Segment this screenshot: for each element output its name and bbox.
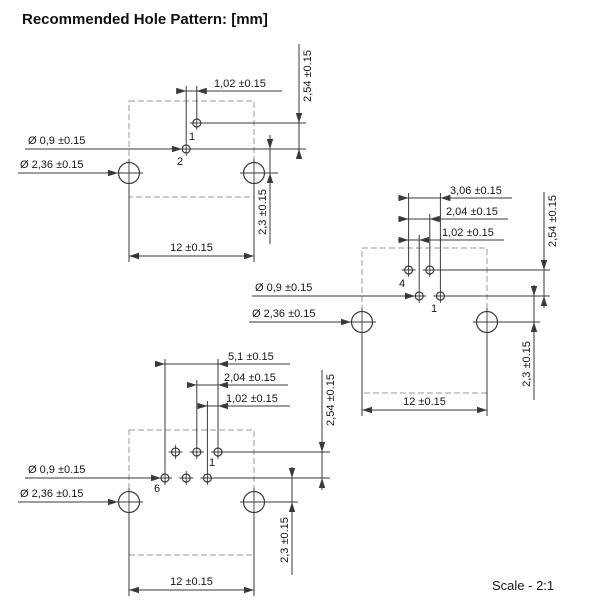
dim-row-offset: 1,02 ±0.15	[197, 393, 290, 471]
mount-hole-left	[115, 488, 143, 516]
dim-label-mount-offset: 2,3 ±0.15	[521, 341, 533, 387]
pin-number-lower: 1	[431, 303, 437, 315]
dim-mount-offset: 2,3 ±0.15	[501, 285, 540, 400]
pin-number-lower: 2	[177, 156, 183, 168]
dim-label-row-offset: 1,02 ±0.15	[214, 78, 266, 90]
dim-label-row-pitch: 2,54 ±0.15	[302, 50, 314, 102]
dim-row-offset: 1,02 ±0.15	[398, 227, 504, 289]
mount-hole-right	[240, 488, 268, 516]
mount-hole-right	[240, 159, 268, 187]
dim-label-row-pitch: 2,54 ±0.15	[325, 374, 337, 426]
dim-pitch: 2,04 ±0.15	[186, 372, 288, 445]
connector-outline	[128, 429, 255, 556]
dim-row-pitch: 2,54 ±0.15	[436, 192, 559, 308]
dim-label-mount-hole-dia: Ø 2,36 ±0.15	[20, 159, 84, 171]
dim-label-pitch: 2,04 ±0.15	[224, 372, 276, 384]
dim-total-span: 5,1 ±0.15	[155, 351, 290, 471]
dim-label-pitch: 2,04 ±0.15	[446, 206, 498, 218]
dim-label-mount-span: 12 ±0.15	[403, 396, 446, 408]
dim-label-row-offset: 1,02 ±0.15	[442, 227, 494, 239]
pin-number-upper: 1	[209, 457, 215, 469]
dim-mount-offset: 2,3 ±0.15	[257, 135, 278, 244]
leader-mount-hole-dia: Ø 2,36 ±0.15	[18, 488, 118, 506]
dim-label-mount-offset: 2,3 ±0.15	[257, 189, 269, 235]
mount-hole-left	[348, 308, 376, 336]
pin-holes-lower-row	[158, 471, 215, 485]
mount-hole-left	[115, 159, 143, 187]
dim-row-pitch: 2,54 ±0.15	[214, 370, 337, 490]
dim-mount-span: 12 ±0.15	[128, 187, 255, 262]
pin-hole-1	[189, 116, 204, 130]
dim-mount-offset: 2,3 ±0.15	[268, 467, 298, 575]
dim-label-row-offset: 1,02 ±0.15	[226, 393, 278, 405]
pin-holes-upper-row	[401, 263, 437, 277]
dim-label-pin-hole-dia: Ø 0,9 ±0.15	[28, 135, 85, 147]
pin-number-upper: 1	[189, 131, 195, 143]
dim-label-mount-hole-dia: Ø 2,36 ±0.15	[20, 488, 84, 500]
leader-pin-hole-dia: Ø 0,9 ±0.15	[252, 282, 415, 300]
pattern-2pin: 1,02 ±0.15 2,54 ±0.15 2,3 ±0.15 12 ±0.15…	[18, 44, 314, 262]
dim-label-mount-span: 12 ±0.15	[170, 576, 213, 588]
leader-mount-hole-dia: Ø 2,36 ±0.15	[18, 159, 118, 177]
leader-pin-hole-dia: Ø 0,9 ±0.15	[25, 135, 182, 153]
pin-number-lower: 6	[154, 483, 160, 495]
dim-label-mount-offset: 2,3 ±0.15	[279, 517, 291, 563]
pattern-4pin: 3,06 ±0.15 2,04 ±0.15 1,02 ±0.15 2,54 ±0…	[249, 185, 559, 416]
dim-label-mount-span: 12 ±0.15	[170, 242, 213, 254]
dim-label-pin-hole-dia: Ø 0,9 ±0.15	[255, 282, 312, 294]
dim-label-total-span: 3,06 ±0.15	[450, 185, 502, 197]
pin-number-upper: 4	[399, 278, 405, 290]
scale-label: Scale - 2:1	[492, 578, 554, 593]
page-title: Recommended Hole Pattern: [mm]	[22, 11, 268, 28]
dim-total-span: 3,06 ±0.15	[398, 185, 512, 289]
dim-label-pin-hole-dia: Ø 0,9 ±0.15	[28, 464, 85, 476]
leader-mount-hole-dia: Ø 2,36 ±0.15	[249, 308, 351, 326]
leader-pin-hole-dia: Ø 0,9 ±0.15	[25, 464, 161, 482]
dim-label-mount-hole-dia: Ø 2,36 ±0.15	[252, 308, 316, 320]
dim-label-row-pitch: 2,54 ±0.15	[547, 195, 559, 247]
pin-holes-lower-row	[412, 289, 448, 303]
pin-holes-upper-row	[168, 445, 225, 459]
dim-mount-span: 12 ±0.15	[128, 516, 255, 596]
dim-mount-span: 12 ±0.15	[361, 336, 488, 416]
mount-hole-right	[473, 308, 501, 336]
dim-pitch: 2,04 ±0.15	[398, 206, 508, 263]
dim-label-total-span: 5,1 ±0.15	[228, 351, 274, 363]
pattern-6pin: 5,1 ±0.15 2,04 ±0.15 1,02 ±0.15 2,54 ±0.…	[18, 351, 337, 596]
dim-row-pitch: 2,54 ±0.15	[193, 44, 314, 159]
dim-row-offset: 1,02 ±0.15	[176, 78, 282, 142]
